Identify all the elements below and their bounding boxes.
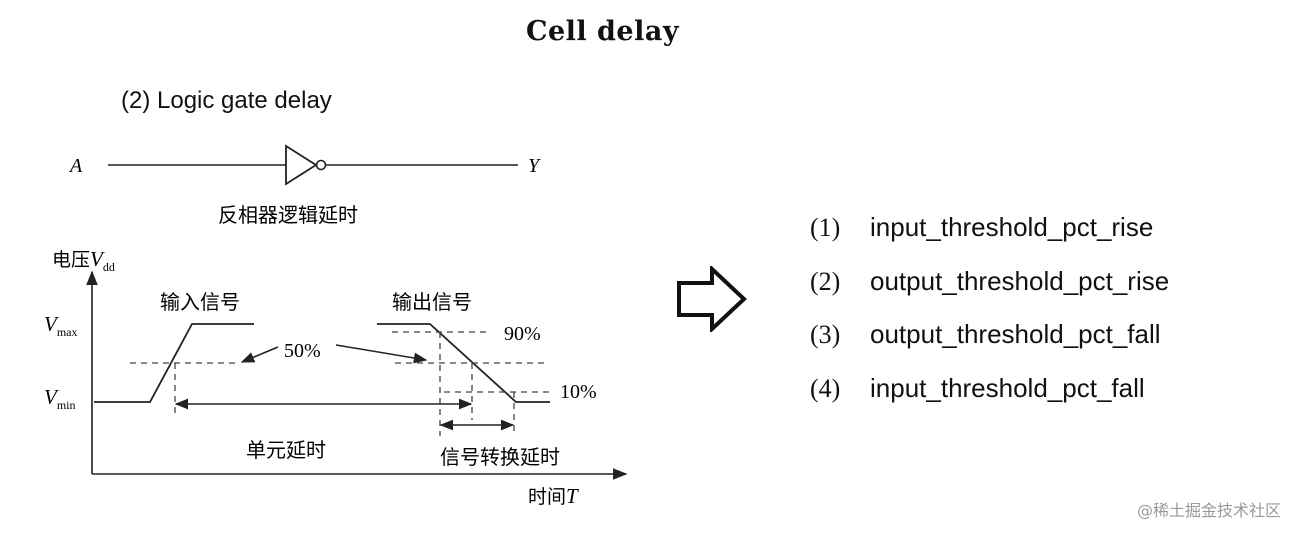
input-signal-label: 输入信号 — [160, 290, 240, 314]
watermark: @稀土掘金技术社区 — [1136, 501, 1281, 520]
reference-dashes — [130, 331, 553, 436]
inverter-caption: 反相器逻辑延时 — [218, 203, 358, 227]
pct-50-pointer-right — [335, 344, 428, 364]
list-item-text: input_threshold_pct_rise — [870, 212, 1154, 242]
y-axis-label: 电压Vdd — [52, 247, 115, 274]
threshold-list: (1) input_threshold_pct_rise (2) output_th… — [810, 208, 1169, 422]
inverter-triangle — [285, 144, 318, 186]
input-label-a: A — [68, 155, 83, 177]
list-item-number: (2) — [810, 266, 841, 296]
transition-delay-label: 信号转换延时 — [440, 445, 560, 469]
list-item: (2) output_threshold_pct_rise — [810, 262, 1169, 316]
delay-diagram: A Y 反相器逻辑延时 电压Vdd 时间T Vmax Vmin 输入信号 输出信… — [44, 144, 628, 508]
list-item-number: (1) — [810, 213, 841, 242]
pct-10-label: 10% — [560, 381, 597, 403]
vmin-label: Vmin — [44, 385, 76, 412]
x-axis-label: 时间T — [528, 484, 579, 508]
list-item-number: (4) — [810, 373, 841, 403]
output-signal-label: 输出信号 — [392, 290, 472, 314]
list-item: (3) output_threshold_pct_fall — [810, 315, 1169, 369]
list-item: (4) input_threshold_pct_fall — [810, 369, 1169, 423]
right-arrow-icon — [676, 264, 748, 337]
section-subtitle: (2) Logic gate delay — [121, 87, 332, 114]
list-item-text: input_threshold_pct_fall — [870, 372, 1145, 403]
output-label-y: Y — [528, 155, 541, 177]
waveform-axes: 电压Vdd 时间T Vmax Vmin — [44, 247, 628, 508]
list-item-number: (3) — [810, 320, 841, 349]
pct-50-pointer-left — [240, 346, 279, 363]
inverter-schematic: A Y 反相器逻辑延时 — [68, 144, 541, 227]
cell-delay-label: 单元延时 — [246, 438, 326, 462]
pct-90-label: 90% — [504, 323, 541, 345]
input-signal-waveform — [94, 323, 254, 403]
list-item-text: output_threshold_pct_rise — [870, 265, 1170, 296]
page-title: Cell delay — [525, 16, 680, 47]
vmax-label: Vmax — [44, 312, 78, 339]
inverter-bubble — [315, 159, 327, 171]
list-item: (1) input_threshold_pct_rise — [810, 208, 1169, 262]
pct-50-label: 50% — [284, 340, 321, 362]
list-item-text: output_threshold_pct_fall — [870, 319, 1161, 349]
